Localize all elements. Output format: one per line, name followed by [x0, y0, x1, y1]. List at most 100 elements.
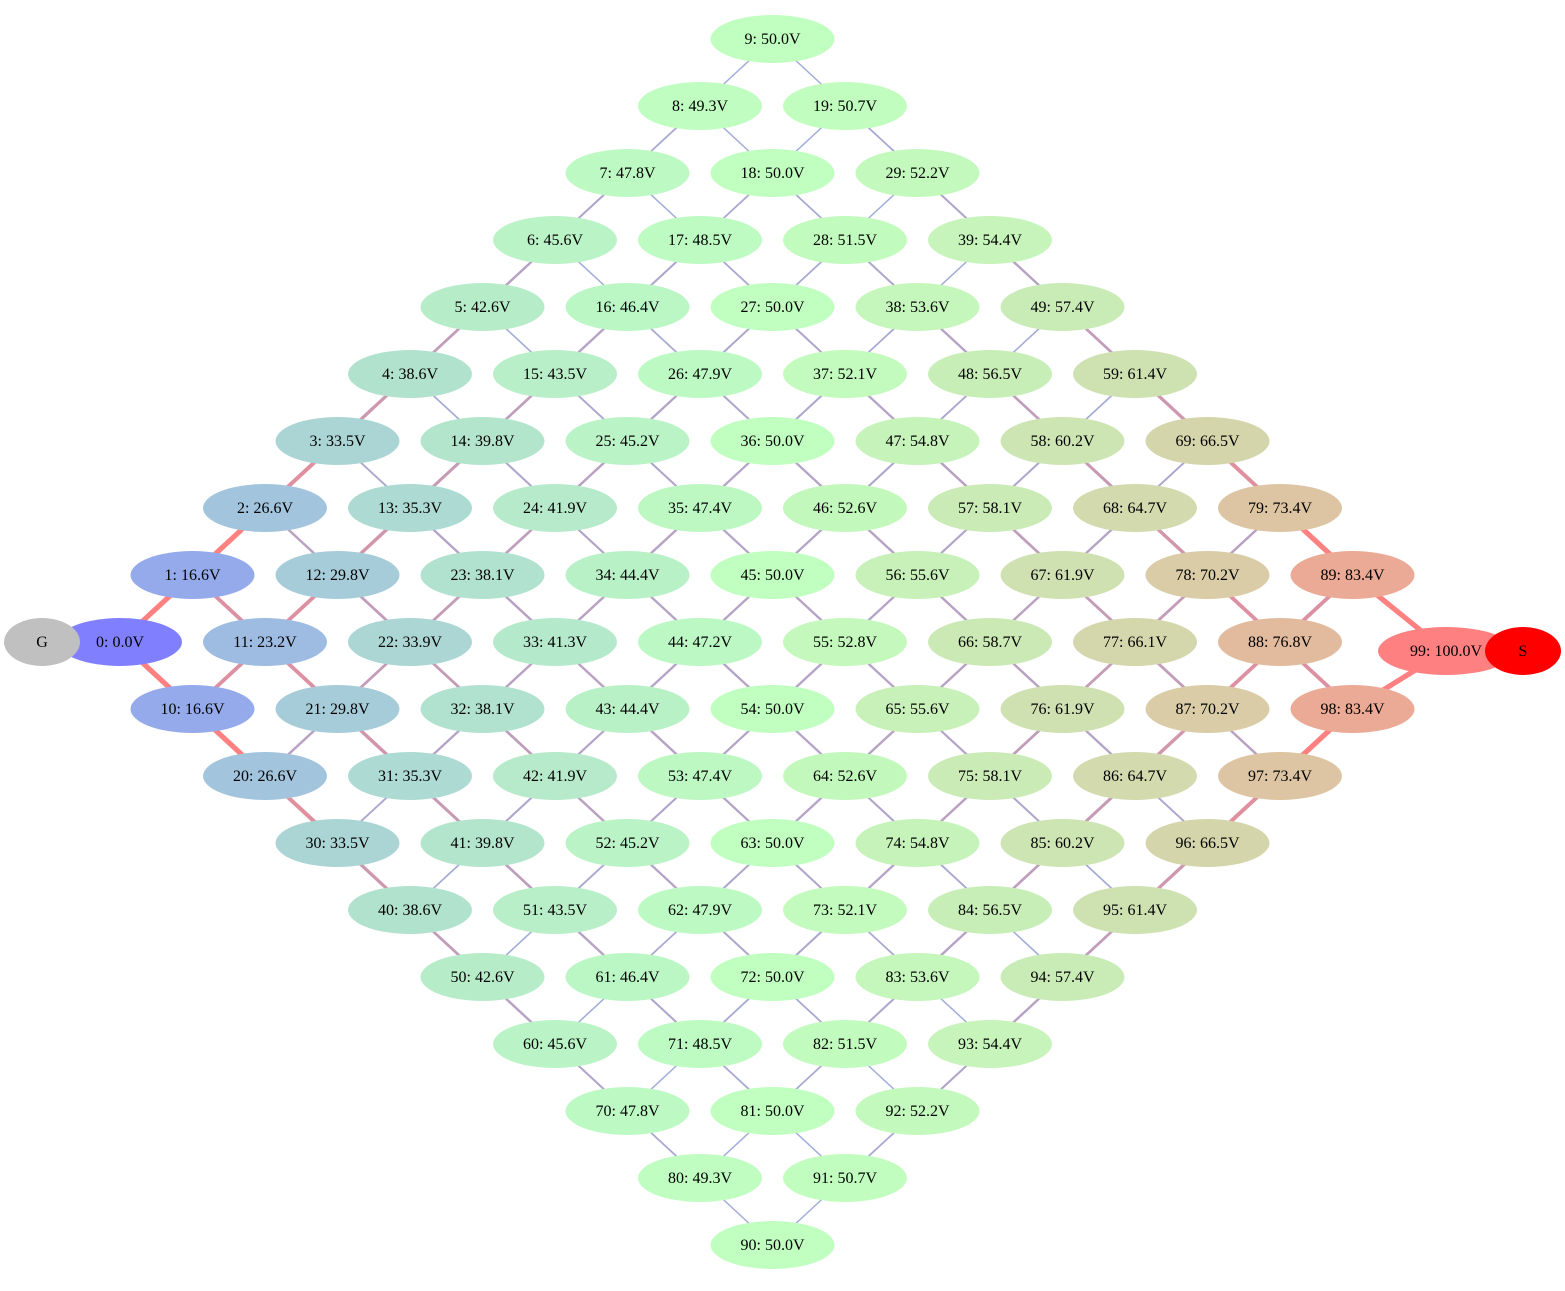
- node-8-ellipse: [638, 82, 762, 130]
- node-54-ellipse: [710, 685, 835, 733]
- node-57-label: 57: 58.1V: [958, 500, 1022, 517]
- node-79-label: 79: 73.4V: [1248, 500, 1312, 517]
- node-5-label: 5: 42.6V: [455, 299, 511, 316]
- node-61-ellipse: [565, 953, 690, 1001]
- node-28-label: 28: 51.5V: [813, 232, 877, 249]
- node-54-label: 54: 50.0V: [741, 701, 805, 718]
- node-84-ellipse: [928, 886, 1052, 934]
- node-89-label: 89: 83.4V: [1321, 567, 1385, 584]
- node-95-ellipse: [1073, 886, 1197, 934]
- node-48-ellipse: [928, 350, 1052, 398]
- node-20-ellipse: [203, 752, 327, 800]
- node-66-label: 66: 58.7V: [958, 634, 1022, 651]
- node-11-label: 11: 23.2V: [233, 634, 297, 651]
- source-node-ellipse: [1485, 627, 1561, 675]
- node-40-label: 40: 38.6V: [378, 902, 442, 919]
- node-53-label: 53: 47.4V: [668, 768, 732, 785]
- node-99-ellipse: [1378, 627, 1514, 675]
- node-86-label: 86: 64.7V: [1103, 768, 1167, 785]
- node-38-ellipse: [855, 283, 980, 331]
- node-49-label: 49: 57.4V: [1031, 299, 1095, 316]
- node-37-label: 37: 52.1V: [813, 366, 877, 383]
- node-77-ellipse: [1073, 618, 1197, 666]
- node-78-ellipse: [1145, 551, 1270, 599]
- node-15-ellipse: [493, 350, 617, 398]
- node-17-ellipse: [638, 216, 762, 264]
- node-88-ellipse: [1218, 618, 1342, 666]
- node-25-ellipse: [565, 417, 690, 465]
- node-76-label: 76: 61.9V: [1031, 701, 1095, 718]
- node-3-label: 3: 33.5V: [310, 433, 366, 450]
- node-7-ellipse: [565, 149, 690, 197]
- node-43-label: 43: 44.4V: [596, 701, 660, 718]
- node-64-label: 64: 52.6V: [813, 768, 877, 785]
- node-1-label: 1: 16.6V: [165, 567, 221, 584]
- node-48-label: 48: 56.5V: [958, 366, 1022, 383]
- node-63-ellipse: [710, 819, 835, 867]
- node-73-label: 73: 52.1V: [813, 902, 877, 919]
- node-75-ellipse: [928, 752, 1052, 800]
- node-71-ellipse: [638, 1020, 762, 1068]
- node-21-label: 21: 29.8V: [306, 701, 370, 718]
- node-50-label: 50: 42.6V: [451, 969, 515, 986]
- ground-node-ellipse: [4, 618, 80, 666]
- node-78-label: 78: 70.2V: [1176, 567, 1240, 584]
- node-42-label: 42: 41.9V: [523, 768, 587, 785]
- node-13-label: 13: 35.3V: [378, 500, 442, 517]
- node-9-ellipse: [710, 15, 835, 63]
- node-92-ellipse: [855, 1087, 980, 1135]
- node-1-ellipse: [130, 551, 255, 599]
- node-94-label: 94: 57.4V: [1031, 969, 1095, 986]
- node-93-label: 93: 54.4V: [958, 1036, 1022, 1053]
- node-58-ellipse: [1000, 417, 1125, 465]
- node-76-ellipse: [1000, 685, 1125, 733]
- node-35-label: 35: 47.4V: [668, 500, 732, 517]
- node-23-label: 23: 38.1V: [451, 567, 515, 584]
- node-26-label: 26: 47.9V: [668, 366, 732, 383]
- node-77-label: 77: 66.1V: [1103, 634, 1167, 651]
- node-68-ellipse: [1073, 484, 1197, 532]
- node-89-ellipse: [1290, 551, 1415, 599]
- node-82-ellipse: [783, 1020, 907, 1068]
- node-74-label: 74: 54.8V: [886, 835, 950, 852]
- node-85-label: 85: 60.2V: [1031, 835, 1095, 852]
- node-67-label: 67: 61.9V: [1031, 567, 1095, 584]
- node-64-ellipse: [783, 752, 907, 800]
- node-41-label: 41: 39.8V: [451, 835, 515, 852]
- node-28-ellipse: [783, 216, 907, 264]
- node-16-label: 16: 46.4V: [596, 299, 660, 316]
- ground-node-label: G: [36, 634, 48, 651]
- node-45-label: 45: 50.0V: [741, 567, 805, 584]
- node-26-ellipse: [638, 350, 762, 398]
- node-91-label: 91: 50.7V: [813, 1170, 877, 1187]
- node-52-label: 52: 45.2V: [596, 835, 660, 852]
- node-50-ellipse: [420, 953, 545, 1001]
- node-12-ellipse: [275, 551, 400, 599]
- node-25-label: 25: 45.2V: [596, 433, 660, 450]
- node-45-ellipse: [710, 551, 835, 599]
- node-22-ellipse: [348, 618, 472, 666]
- node-33-ellipse: [493, 618, 617, 666]
- node-98-ellipse: [1290, 685, 1415, 733]
- node-61-label: 61: 46.4V: [596, 969, 660, 986]
- node-17-label: 17: 48.5V: [668, 232, 732, 249]
- node-11-ellipse: [203, 618, 327, 666]
- node-65-label: 65: 55.6V: [886, 701, 950, 718]
- node-7-label: 7: 47.8V: [600, 165, 656, 182]
- nodes-layer: 0: 0.0V1: 16.6V2: 26.6V3: 33.5V4: 38.6V5…: [4, 15, 1561, 1269]
- node-65-ellipse: [855, 685, 980, 733]
- node-5-ellipse: [420, 283, 545, 331]
- node-66-ellipse: [928, 618, 1052, 666]
- node-32-label: 32: 38.1V: [451, 701, 515, 718]
- node-82-label: 82: 51.5V: [813, 1036, 877, 1053]
- node-81-ellipse: [710, 1087, 835, 1135]
- node-87-ellipse: [1145, 685, 1270, 733]
- node-9-label: 9: 50.0V: [745, 31, 801, 48]
- node-14-label: 14: 39.8V: [451, 433, 515, 450]
- node-55-ellipse: [783, 618, 907, 666]
- node-43-ellipse: [565, 685, 690, 733]
- node-34-label: 34: 44.4V: [596, 567, 660, 584]
- node-30-ellipse: [275, 819, 400, 867]
- node-90-label: 90: 50.0V: [741, 1237, 805, 1254]
